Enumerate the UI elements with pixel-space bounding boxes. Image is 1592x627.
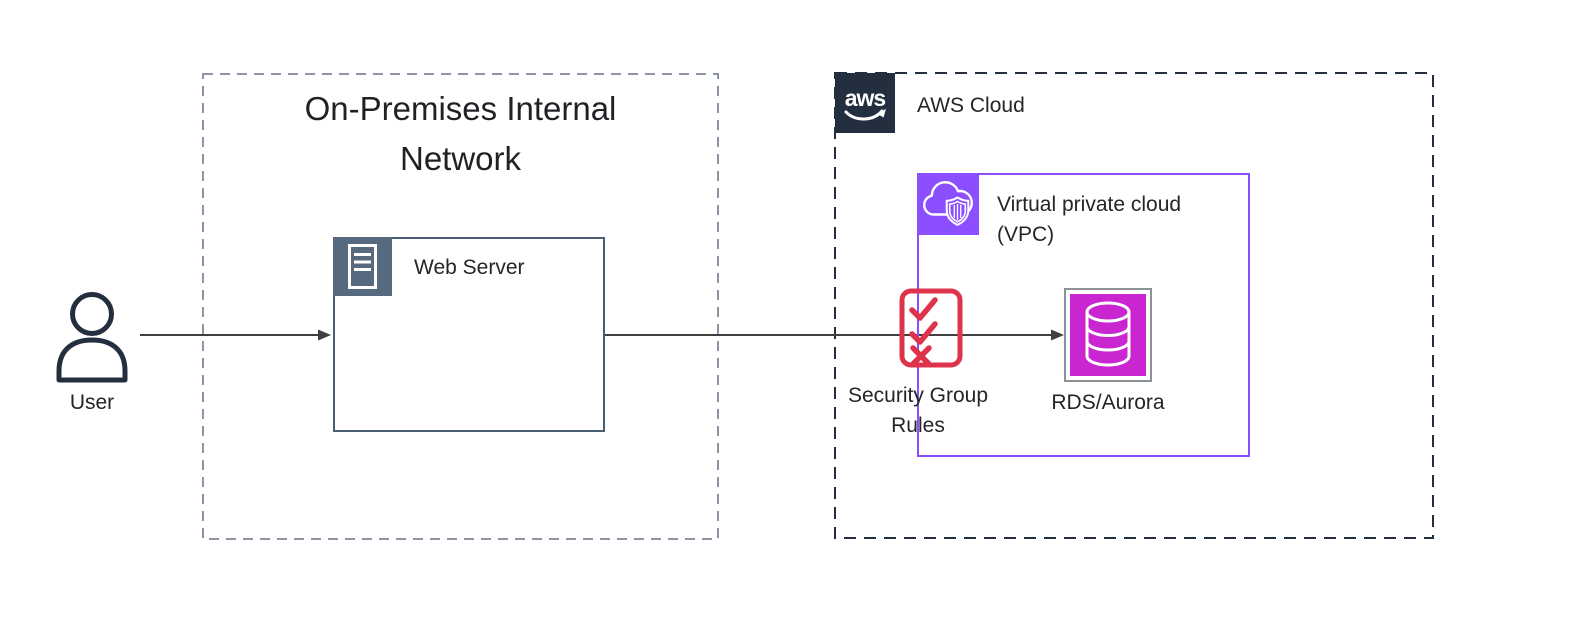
security-group-label: Security Group Rules xyxy=(818,381,1018,441)
vpc-label-line2: (VPC) xyxy=(997,223,1055,246)
vpc-label-line1: Virtual private cloud xyxy=(997,193,1182,216)
arrow-webserver-to-rds xyxy=(605,329,1064,341)
rds-box xyxy=(1064,288,1152,382)
rds-icon-background xyxy=(1070,294,1146,376)
arrowhead-icon xyxy=(1051,329,1064,341)
vpc-label: Virtual private cloud (VPC) xyxy=(997,190,1247,250)
database-icon xyxy=(1085,301,1131,367)
cloud-shield-icon xyxy=(917,173,979,235)
user-label: User xyxy=(69,391,115,414)
web-server-label: Web Server xyxy=(414,256,525,279)
on-premises-title: On-Premises Internal Network xyxy=(203,84,718,184)
check-icon xyxy=(909,297,938,321)
aws-logo-icon: aws xyxy=(835,73,895,133)
aws-cloud-label: AWS Cloud xyxy=(917,94,1025,117)
aws-cloud-boundary xyxy=(834,72,1434,539)
on-premises-title-line1: On-Premises Internal xyxy=(304,90,617,127)
on-premises-boundary xyxy=(202,73,719,540)
security-group-rules-icon xyxy=(899,288,963,368)
x-icon xyxy=(910,345,932,367)
security-group-label-line2: Rules xyxy=(891,414,945,437)
check-icon xyxy=(909,321,938,345)
user-icon xyxy=(56,292,128,383)
security-group-label-line1: Security Group xyxy=(847,384,989,407)
server-icon xyxy=(333,237,392,296)
aws-logo-text: aws xyxy=(845,85,886,111)
on-premises-title-line2: Network xyxy=(399,140,522,177)
arrow-user-to-webserver xyxy=(140,329,331,341)
arrowhead-icon xyxy=(318,329,331,341)
rds-label: RDS/Aurora xyxy=(1051,391,1165,414)
